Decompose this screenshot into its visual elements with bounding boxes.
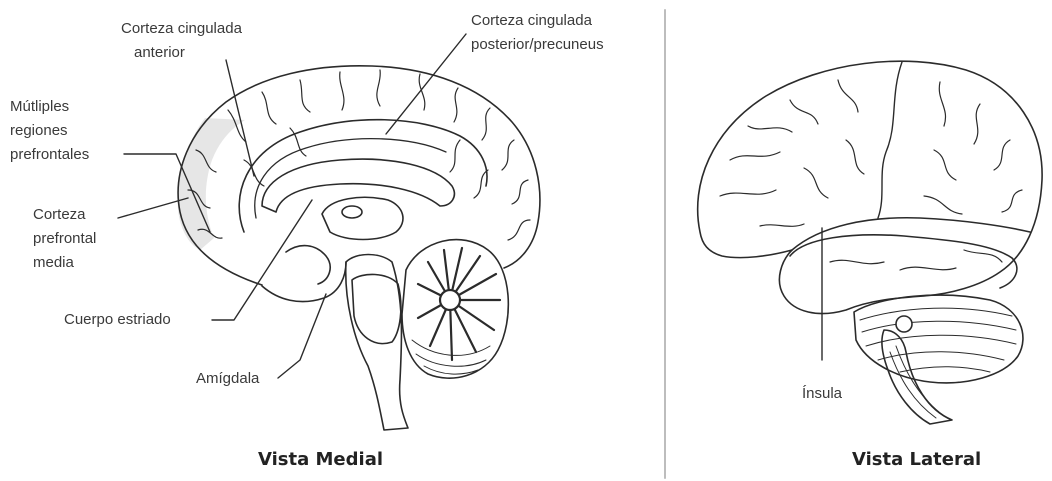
lateral-cortex-outline: [698, 61, 1042, 313]
lateral-gyri: [720, 80, 1022, 270]
label-prefrontal-line3: prefrontales: [10, 144, 89, 166]
label-medial-prefrontal-line1: Corteza: [33, 204, 86, 226]
lateral-brain: [698, 61, 1042, 424]
medial-temporal-lobe: [262, 246, 346, 302]
leader-amygdala: [278, 294, 326, 378]
lateral-cerebellum-folia: [860, 308, 1016, 372]
label-posterior-cingulate-line1: Corteza cingulada: [471, 10, 592, 32]
pons: [352, 274, 401, 343]
medial-prefrontal-shade: [178, 118, 245, 250]
arbor-vitae: [418, 248, 500, 360]
leader-acc: [226, 60, 254, 176]
label-amygdala: Amígdala: [196, 368, 259, 390]
thalamus: [322, 197, 403, 239]
label-medial-prefrontal-line2: prefrontal: [33, 228, 96, 250]
caption-lateral-view: Vista Lateral: [852, 449, 981, 470]
label-prefrontal-line2: regiones: [10, 120, 68, 142]
label-anterior-cingulate-line1: Corteza cingulada: [121, 18, 242, 40]
sylvian-fissure: [792, 218, 1030, 250]
leader-pcc: [386, 34, 466, 134]
label-striatum: Cuerpo estriado: [64, 309, 171, 331]
corpus-callosum: [262, 159, 454, 212]
label-prefrontal-line1: Mútliples: [10, 96, 69, 118]
caption-medial-view: Vista Medial: [258, 449, 383, 470]
central-sulcus: [878, 62, 902, 218]
label-posterior-cingulate-line2: posterior/precuneus: [471, 34, 604, 56]
lateral-pons-node: [896, 316, 912, 332]
label-medial-prefrontal-line3: media: [33, 252, 74, 274]
temporal-lobe: [790, 235, 1017, 288]
medial-cortex-outline: [178, 66, 540, 285]
fornix-detail: [342, 206, 362, 218]
label-insula: Ínsula: [802, 383, 842, 405]
lateral-brainstem: [882, 330, 952, 424]
cingulate-gyrus: [239, 120, 487, 232]
leader-mpfc: [118, 198, 188, 218]
label-anterior-cingulate-line2: anterior: [134, 42, 185, 64]
